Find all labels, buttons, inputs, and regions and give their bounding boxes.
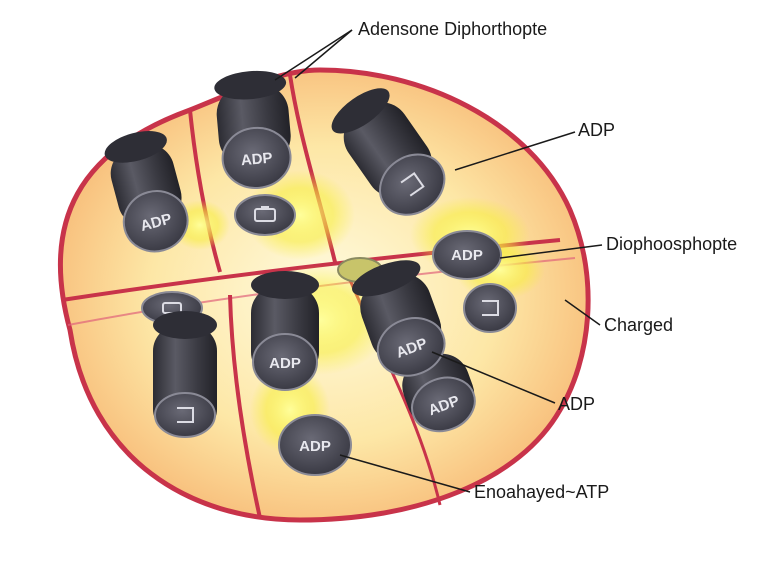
adp-label-2: ADP xyxy=(240,150,273,170)
label-diophoosphopte: Diophoosphopte xyxy=(606,234,737,254)
battery-canister-5 xyxy=(153,311,217,438)
adp-label-7: ADP xyxy=(299,438,331,455)
leader-top-2 xyxy=(294,29,353,79)
adp-canister-2: ADP xyxy=(214,70,292,189)
leader-charged xyxy=(564,299,601,326)
label-adp-upper: ADP xyxy=(578,120,615,140)
adp-label-4: ADP xyxy=(451,247,483,264)
label-adensone: Adensone Diphorthopte xyxy=(358,19,547,39)
adp-disc-4: ADP xyxy=(432,230,502,280)
leader-top-1 xyxy=(274,29,353,81)
adp-disc-7: ADP xyxy=(278,414,352,476)
bracket-icon xyxy=(482,300,499,316)
leader-dioph xyxy=(499,244,603,259)
battery-cap-top xyxy=(234,194,296,236)
segment-divider-top-left xyxy=(188,109,222,273)
callout-lines xyxy=(274,29,603,493)
leader-adp-lower xyxy=(431,351,556,404)
bracket-icon xyxy=(177,407,194,423)
label-enoahayed-atp: Enoahayed~ATP xyxy=(474,482,609,502)
adp-canister-1: ADP xyxy=(104,131,189,253)
leader-bottom xyxy=(339,454,471,493)
label-charged: Charged xyxy=(604,315,673,335)
label-adp-lower: ADP xyxy=(558,394,595,414)
adp-label-6: ADP xyxy=(269,355,301,372)
battery-cap-right xyxy=(463,283,517,333)
adp-canister-6: ADP xyxy=(251,271,319,391)
bracket-icon xyxy=(400,172,425,197)
segment-divider-bottom-left xyxy=(228,294,262,519)
leader-adp-upper xyxy=(454,131,576,171)
battery-icon xyxy=(254,206,276,222)
battery-canister-3 xyxy=(331,88,446,216)
adp-canister-3b: ADP xyxy=(352,260,446,377)
